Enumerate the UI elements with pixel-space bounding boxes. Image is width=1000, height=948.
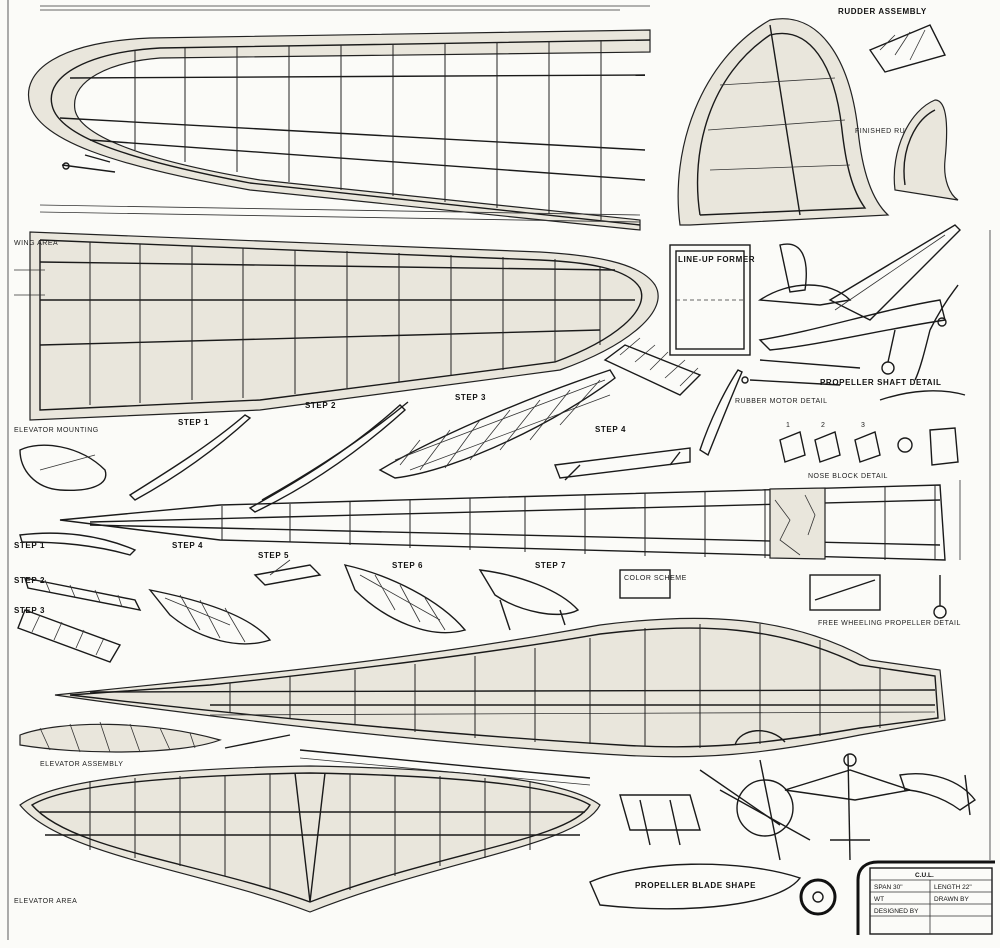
wing-rib-ladder [603,337,702,396]
step-5-label: STEP 5 [258,551,289,560]
rudder-assembly [677,18,890,226]
step-1-left-label: STEP 1 [14,541,45,550]
free-wheeling-label: FREE WHEELING PROPELLER DETAIL [818,620,961,627]
elevator-plan [19,765,601,913]
prop-hook-detail [933,605,947,619]
elevator-mount-sketch [19,444,107,492]
nose-step-num-3: 3 [861,422,865,429]
elevator-mounting-label: ELEVATOR MOUNTING [14,427,99,434]
title-block-span: SPAN 30" [874,884,903,891]
title-block-name: C.U.L. [915,872,934,879]
rudder-assembly-label: RUDDER ASSEMBLY [838,7,927,16]
title-block-designed-by: DESIGNED BY [874,908,919,915]
nose-step-num-1: 1 [786,422,790,429]
title-block [856,860,995,935]
nose-block-detail [779,427,959,466]
color-scheme-box [619,569,671,599]
step-6-label: STEP 6 [392,561,423,570]
fuselage-top-view [59,484,946,561]
step-4-label: STEP 4 [595,425,626,434]
color-scheme-label: COLOR SCHEME [624,575,687,582]
lineup-former [669,244,751,356]
free-wheel-detail-box [809,574,881,611]
rubber-motor-detail-label: RUBBER MOTOR DETAIL [735,398,827,405]
aircraft-3d-view [757,224,961,381]
three-view-aircraft [784,753,977,861]
elevator-area-label: ELEVATOR AREA [14,898,77,905]
step-3-label: STEP 3 [455,393,486,402]
propeller-shaft-detail-label: PROPELLER SHAFT DETAIL [820,378,942,387]
step-2-left-label: STEP 2 [14,576,45,585]
step-4-wing-tip [148,588,272,645]
top-wing-panel [28,29,651,231]
nose-block-detail-label: NOSE BLOCK DETAIL [808,473,888,480]
nose-step-num-2: 2 [821,422,825,429]
propeller-blade-side [699,369,743,457]
step-1-label: STEP 1 [178,418,209,427]
title-block-length: LENGTH 22" [934,884,972,891]
wheel [799,878,837,916]
fuselage-side-view [54,617,946,758]
rudder-jig [868,24,947,73]
step-6-wing-tip [343,564,467,634]
elevator-assembly [19,721,222,753]
finished-rudder-label: FINISHED RUDDER [855,128,927,135]
step-3-left-label: STEP 3 [14,606,45,615]
step-7-label: STEP 7 [535,561,566,570]
title-block-weight: WT [874,896,884,903]
step-4-middle-label: STEP 4 [172,541,203,550]
propeller-blade-shape-label: PROPELLER BLADE SHAPE [635,881,756,890]
step-7-assembly [478,569,580,616]
wing-area-label: WING AREA [14,240,58,247]
wing-clip-detail [61,154,116,173]
step-2-label: STEP 2 [305,401,336,410]
finished-rudder-sketch [893,99,959,201]
propeller-blade-shape [589,863,802,910]
propeller-shaft-detail [741,359,861,386]
lower-wing-panel [29,231,659,421]
landing-gear [619,759,811,861]
step-4-jig [554,447,691,479]
elevator-assembly-label: ELEVATOR ASSEMBLY [40,761,123,768]
title-block-drawn-by: DRAWN BY [934,896,969,903]
prop-curve [879,390,966,401]
lineup-former-label: LINE-UP FORMER [678,255,755,264]
